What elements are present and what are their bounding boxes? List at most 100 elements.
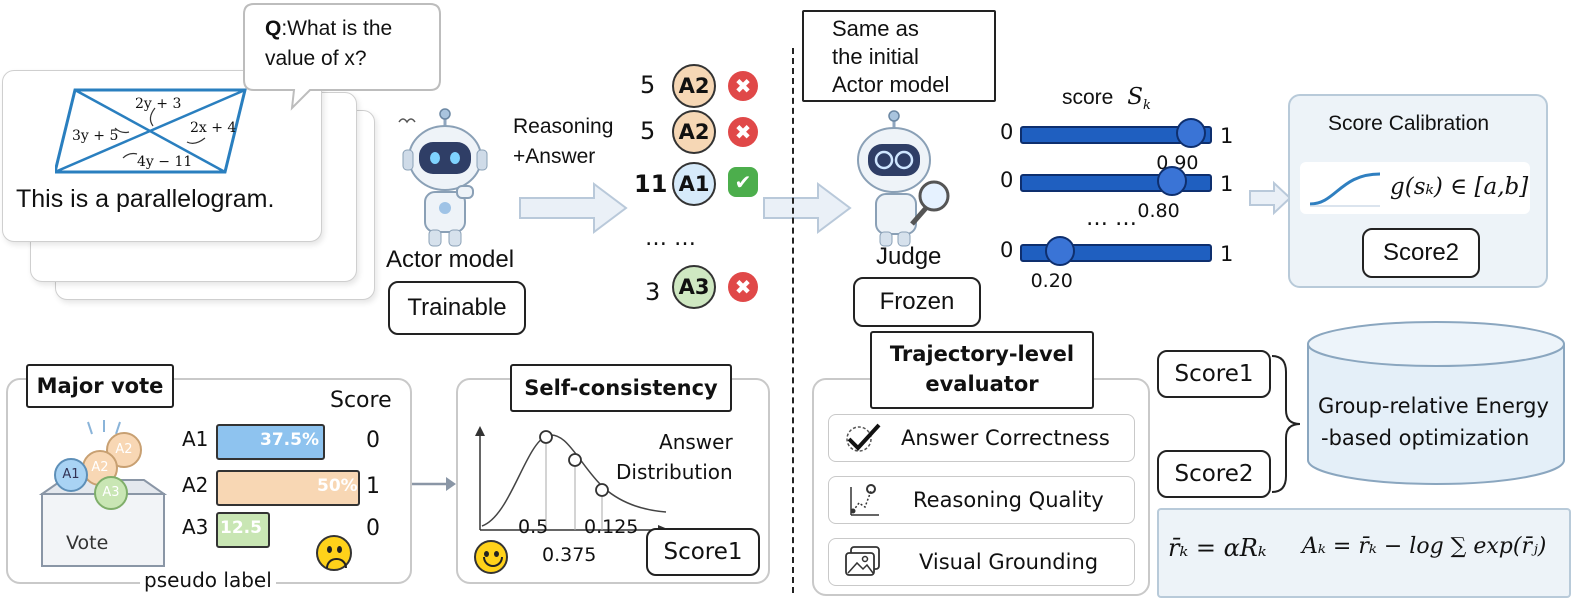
vote-bar — [216, 470, 360, 506]
question-line2: value of x? — [265, 47, 367, 70]
slider-value-label: 0.80 — [1137, 200, 1180, 222]
answer-value-2: 5 — [640, 117, 656, 145]
slider-min-label: 0 — [1000, 168, 1014, 192]
answer-circle-4: A3 — [672, 265, 716, 309]
vote-bar-value: 12.5 — [220, 518, 262, 538]
self-consistency-title: Self-consistency — [524, 376, 718, 400]
image-icon — [845, 546, 880, 576]
tick-0-375: 0.375 — [542, 544, 597, 566]
judge-robot-icon — [857, 110, 950, 247]
score-header-word: score — [1062, 86, 1114, 109]
calibration-formula: g(sₖ) ∈ [a,b] — [1390, 174, 1529, 200]
evaluator-item-label: Answer Correctness — [901, 426, 1110, 450]
slider-ellipsis: … … — [1086, 206, 1137, 231]
optimization-line2: -based optimization — [1321, 426, 1530, 450]
question-line1: :What is the — [281, 17, 393, 40]
question-card — [2, 70, 322, 242]
evaluator-title-box: Trajectory-level evaluator — [870, 331, 1094, 409]
judge-note-line3: Actor model — [832, 72, 950, 97]
tick-0-5: 0.5 — [518, 516, 549, 538]
judge-note-line2: the initial — [832, 44, 919, 69]
slider-knob[interactable] — [1157, 166, 1188, 196]
score1-input-box: Score1 — [1157, 350, 1271, 398]
distribution-label: Answer Distribution — [616, 427, 733, 487]
pseudo-label-caption: pseudo label — [140, 568, 276, 592]
question-text: Q:What is the value of x? — [265, 14, 392, 74]
distribution-line1: Answer — [659, 430, 733, 454]
slider-max-label: 1 — [1220, 124, 1234, 148]
score1-output-box: Score1 — [646, 528, 760, 576]
evaluator-item-answer-correctness: Answer Correctness — [828, 414, 1135, 462]
vote-bar — [216, 424, 325, 460]
slider-knob[interactable] — [1044, 236, 1075, 266]
ballot-a2-top: A2 — [106, 432, 142, 468]
judge-note-line1: Same as — [832, 16, 919, 41]
answer-value-3: 11 — [634, 170, 668, 198]
evaluator-title-line2: evaluator — [925, 372, 1039, 396]
score2-input-label: Score2 — [1174, 461, 1254, 487]
vote-bar-score: 0 — [366, 428, 380, 453]
judge-status-box: Frozen — [853, 277, 981, 327]
figure-caption: This is a parallelogram. — [16, 185, 275, 213]
actor-status-label: Trainable — [407, 294, 507, 321]
score-header-symbol: S — [1127, 84, 1143, 110]
arrow-vote-to-consistency — [412, 477, 456, 491]
path-pin-icon — [850, 484, 879, 516]
evaluator-item-label: Reasoning Quality — [913, 488, 1104, 512]
checkmark-icon — [846, 423, 881, 452]
score2-output-label: Score2 — [1382, 239, 1460, 266]
answer-circle-3: A1 — [672, 162, 716, 206]
vote-bar — [216, 512, 270, 548]
score-header: score Sk — [1062, 84, 1151, 113]
score-header-sub: k — [1142, 98, 1151, 114]
slider-min-label: 0 — [1000, 238, 1014, 262]
slider-max-label: 1 — [1220, 242, 1234, 266]
slider-knob[interactable] — [1176, 118, 1207, 148]
answer-value-4: 3 — [645, 278, 661, 306]
ballot-a1: A1 — [54, 458, 88, 492]
slider-min-label: 0 — [1000, 120, 1014, 144]
vote-bar-score: 1 — [366, 474, 380, 499]
parallelogram-figure — [55, 88, 247, 174]
wrong-icon: ✖ — [728, 272, 758, 302]
vote-label: Vote — [66, 532, 109, 554]
answer-circle-1: A2 — [672, 64, 716, 108]
distribution-line2: Distribution — [616, 460, 733, 484]
major-vote-score-header: Score — [330, 388, 392, 413]
curly-brace — [1271, 355, 1301, 493]
vote-bar-label: A3 — [182, 515, 209, 539]
evaluator-item-label: Visual Grounding — [919, 550, 1099, 574]
tick-0-125: 0.125 — [584, 516, 639, 538]
evaluator-item-visual-grounding: Visual Grounding — [828, 538, 1135, 586]
reasoning-line2: +Answer — [513, 145, 596, 168]
slider-value-label: 0.20 — [1030, 270, 1073, 292]
judge-note-box: Same as the initial Actor model — [802, 10, 996, 102]
question-prefix: Q — [265, 17, 282, 40]
major-vote-title-box: Major vote — [26, 364, 174, 408]
slider-max-label: 1 — [1220, 172, 1234, 196]
figure-label-2y3: 2y + 3 — [135, 96, 182, 112]
judge-label: Judge — [876, 243, 942, 270]
answer-circle-2: A2 — [672, 110, 716, 154]
section-divider — [792, 48, 794, 593]
reasoning-line1: Reasoning — [513, 115, 614, 138]
ballot-a3: A3 — [94, 476, 128, 510]
wrong-icon: ✖ — [728, 117, 758, 147]
judge-status-label: Frozen — [879, 288, 955, 315]
actor-model-label: Actor model — [386, 246, 515, 273]
sigmoid-curve-icon — [1309, 172, 1381, 207]
score2-input-box: Score2 — [1157, 450, 1271, 498]
vote-bar-label: A1 — [182, 427, 209, 451]
answers-ellipsis: … … — [645, 226, 696, 251]
equation-panel — [1157, 508, 1571, 598]
self-consistency-title-box: Self-consistency — [510, 364, 732, 412]
slider-track — [1020, 126, 1212, 144]
figure-label-3y5: 3y + 5 — [72, 128, 119, 144]
arrow-to-judge — [763, 182, 852, 234]
reasoning-label: Reasoning +Answer — [513, 112, 613, 172]
actor-status-box: Trainable — [388, 281, 526, 335]
actor-robot-icon — [398, 108, 488, 247]
equation-advantage: Aₖ = r̄ₖ − log ∑ exp(r̄ⱼ) — [1302, 534, 1547, 559]
happy-face-icon — [474, 540, 508, 574]
arrow-to-calibration — [1249, 180, 1292, 216]
